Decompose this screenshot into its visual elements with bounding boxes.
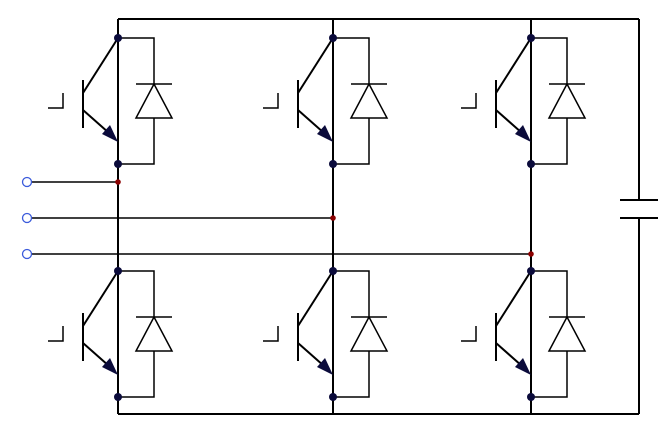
diode-symbol-icon <box>118 37 174 165</box>
igbt-symbol-icon <box>48 37 119 142</box>
lower-switch-leg-2 <box>263 267 389 401</box>
phase-output-1 <box>21 176 121 188</box>
dc-link-capacitor <box>620 19 658 414</box>
upper-switch-leg-3 <box>461 34 587 168</box>
terminal-circle-icon[interactable] <box>21 248 33 260</box>
diode-triangle <box>547 82 587 119</box>
junction-dot <box>114 160 122 168</box>
switch-cells <box>48 34 587 401</box>
diode-symbol-icon <box>531 37 587 165</box>
gate-terminal <box>48 326 64 342</box>
emitter-arrow <box>102 358 118 375</box>
gate-terminal <box>263 326 279 342</box>
junction-dot <box>114 393 122 401</box>
terminal-circle-icon[interactable] <box>21 176 33 188</box>
emitter-lead <box>82 109 110 134</box>
igbt-symbol-icon <box>263 37 334 142</box>
junction-dot <box>114 267 122 275</box>
emitter-lead <box>495 109 523 134</box>
junction-dot <box>329 393 337 401</box>
lower-switch-leg-3 <box>461 267 587 401</box>
junction-dot <box>114 34 122 42</box>
emitter-arrow <box>317 358 333 375</box>
phase-output-3 <box>21 248 534 260</box>
collector-lead <box>82 37 119 94</box>
terminal-circle-icon[interactable] <box>21 212 33 224</box>
diode-triangle <box>134 82 174 119</box>
phase-tap-dot <box>115 179 121 185</box>
emitter-lead <box>82 342 110 367</box>
collector-lead <box>82 270 119 327</box>
upper-switch-leg-2 <box>263 34 389 168</box>
diode-triangle <box>349 315 389 352</box>
emitter-arrow <box>102 125 118 142</box>
diode-symbol-icon <box>333 270 389 398</box>
phase-tap-dot <box>528 251 534 257</box>
igbt-symbol-icon <box>461 270 532 375</box>
collector-lead <box>495 37 532 94</box>
diode-triangle <box>547 315 587 352</box>
diode-lower-lead <box>531 351 568 398</box>
igbt-symbol-icon <box>461 37 532 142</box>
collector-lead <box>297 270 334 327</box>
lower-switch-leg-1 <box>48 267 174 401</box>
diode-symbol-icon <box>531 270 587 398</box>
junction-dot <box>527 34 535 42</box>
diode-triangle <box>134 315 174 352</box>
junction-dot <box>527 160 535 168</box>
emitter-lead <box>297 342 325 367</box>
junction-dot <box>527 393 535 401</box>
diode-triangle <box>349 82 389 119</box>
emitter-arrow <box>515 358 531 375</box>
gate-terminal <box>263 93 279 109</box>
phase-output-2 <box>21 212 336 224</box>
diode-lower-lead <box>333 351 370 398</box>
junction-dot <box>329 267 337 275</box>
diode-symbol-icon <box>118 270 174 398</box>
igbt-symbol-icon <box>48 270 119 375</box>
diode-lower-lead <box>118 118 155 165</box>
gate-terminal <box>48 93 64 109</box>
emitter-lead <box>297 109 325 134</box>
diode-lower-lead <box>333 118 370 165</box>
gate-terminal <box>461 326 477 342</box>
diode-symbol-icon <box>333 37 389 165</box>
junction-dot <box>527 267 535 275</box>
emitter-lead <box>495 342 523 367</box>
collector-lead <box>297 37 334 94</box>
collector-lead <box>495 270 532 327</box>
upper-switch-leg-1 <box>48 34 174 168</box>
junction-dot <box>329 160 337 168</box>
gate-terminal <box>461 93 477 109</box>
diode-lower-lead <box>531 118 568 165</box>
igbt-symbol-icon <box>263 270 334 375</box>
phase-tap-dot <box>330 215 336 221</box>
emitter-arrow <box>317 125 333 142</box>
emitter-arrow <box>515 125 531 142</box>
junction-dot <box>329 34 337 42</box>
diode-lower-lead <box>118 351 155 398</box>
